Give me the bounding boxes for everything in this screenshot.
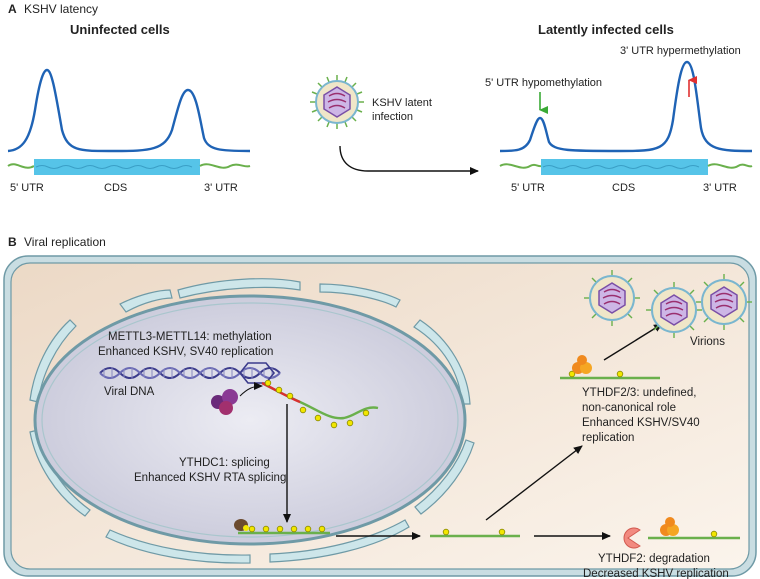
- utr5-label-left: 5' UTR: [10, 182, 44, 194]
- virus-label-line1: KSHV latent: [372, 97, 432, 109]
- nucleus: [33, 294, 467, 546]
- virion-icon: [584, 270, 640, 326]
- ythdf2-label-line1: YTHDF2: degradation: [598, 553, 710, 565]
- utr3-label-right: 3' UTR: [703, 182, 737, 194]
- to-ythdf23-arrow: [485, 445, 583, 521]
- writer-arrow: [239, 382, 263, 397]
- infection-arrow: [339, 145, 479, 175]
- panel-b-title: Viral replication: [24, 235, 106, 249]
- ythdf23-label-line4: replication: [582, 432, 634, 444]
- latent-heading: Latently infected cells: [538, 22, 674, 37]
- panel-b-letter: B: [8, 235, 17, 249]
- ythdc1-reader-icon: [234, 519, 249, 531]
- viral-dna-label: Viral DNA: [104, 386, 155, 398]
- endoplasmic-reticulum: [29, 278, 475, 564]
- cds-label-right: CDS: [612, 182, 635, 194]
- m6a-mark-degr-1: [710, 530, 718, 538]
- ythdf23-label-line2: non-canonical role: [582, 402, 676, 414]
- methylation-profile-uninfected: [7, 68, 251, 153]
- kshv-virion-icon: [310, 75, 364, 129]
- m6a-mark-ythdf23-1: [568, 370, 576, 378]
- ythdc1-label-line1: YTHDC1: splicing: [179, 457, 270, 469]
- m6a-marks-nascent: [264, 379, 370, 429]
- m6a-mark-cyto-1: [442, 528, 450, 536]
- ythdf23-label-line1: YTHDF2/3: undefined,: [582, 387, 696, 399]
- cds-box-right: [541, 159, 708, 175]
- cds-label-left: CDS: [104, 182, 127, 194]
- virion-icon: [646, 282, 702, 338]
- ythdf2-label-line2: Decreased KSHV replication: [583, 568, 729, 579]
- ythdf23-label-line3: Enhanced KSHV/SV40: [582, 417, 700, 429]
- virus-label-line2: infection: [372, 111, 413, 123]
- viral-dna-helix: [99, 362, 281, 384]
- cds-box-left: [34, 159, 200, 175]
- mettl-label-line2: Enhanced KSHV, SV40 replication: [98, 346, 273, 358]
- virions-label: Virions: [690, 336, 725, 348]
- m6a-marks-spliced: [248, 525, 326, 533]
- utr3-label-left: 3' UTR: [204, 182, 238, 194]
- ythdc1-label-line2: Enhanced KSHV RTA splicing: [134, 472, 286, 484]
- uninfected-transcript: [7, 68, 251, 175]
- to-virions-arrow: [603, 323, 663, 361]
- methylation-profile-latent: [499, 60, 753, 153]
- panel-a-letter: A: [8, 2, 17, 16]
- mettl-label-line1: METTL3-METTL14: methylation: [108, 331, 272, 343]
- ythdf23-reader-icon: [572, 355, 592, 374]
- panel-a-title: KSHV latency: [24, 2, 98, 16]
- writer-complex-icon: [211, 389, 238, 415]
- m6a-mark-cyto-2: [498, 528, 506, 536]
- m6a-mark-ythdf23-2: [616, 370, 624, 378]
- hypomethylation-label: 5' UTR hypomethylation: [485, 77, 602, 89]
- latent-transcript: [499, 60, 753, 175]
- ythdf2-reader-icon: [660, 517, 679, 536]
- degradation-enzyme-icon: [623, 527, 641, 549]
- uninfected-heading: Uninfected cells: [70, 22, 170, 37]
- virion-icon: [696, 274, 752, 330]
- hypermethylation-label: 3' UTR hypermethylation: [620, 45, 741, 57]
- utr5-label-right: 5' UTR: [511, 182, 545, 194]
